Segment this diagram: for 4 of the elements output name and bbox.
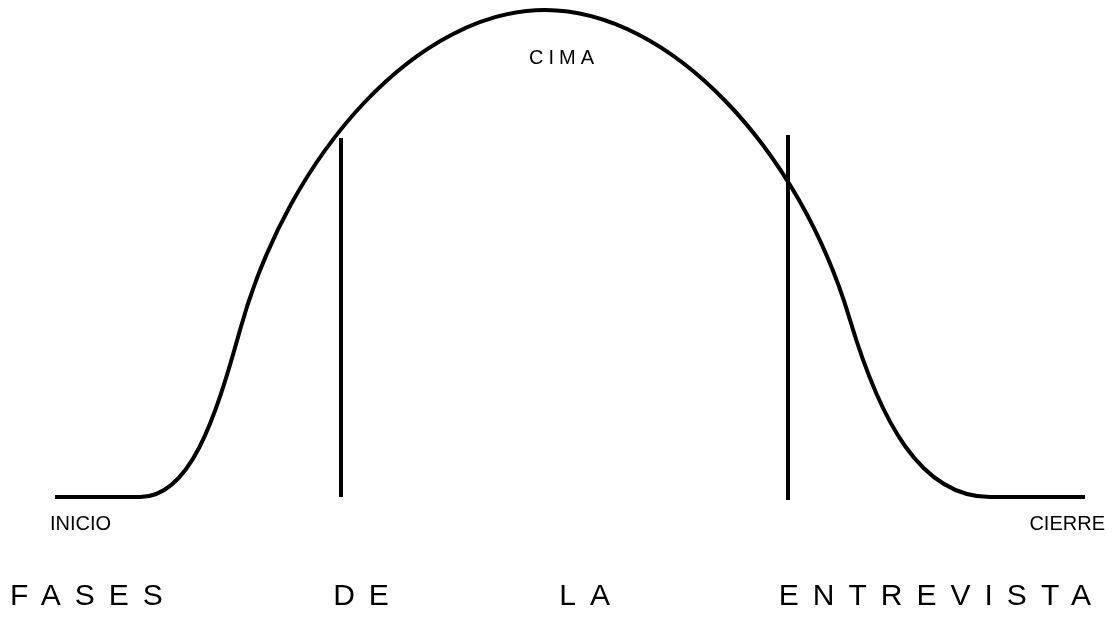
peak-label: CIMA xyxy=(529,46,599,69)
phase-label: INICIO xyxy=(50,512,112,535)
diagram-title: FASES DE LA ENTREVISTA xyxy=(10,578,1105,612)
phase-label: CIERRE xyxy=(1029,512,1105,535)
